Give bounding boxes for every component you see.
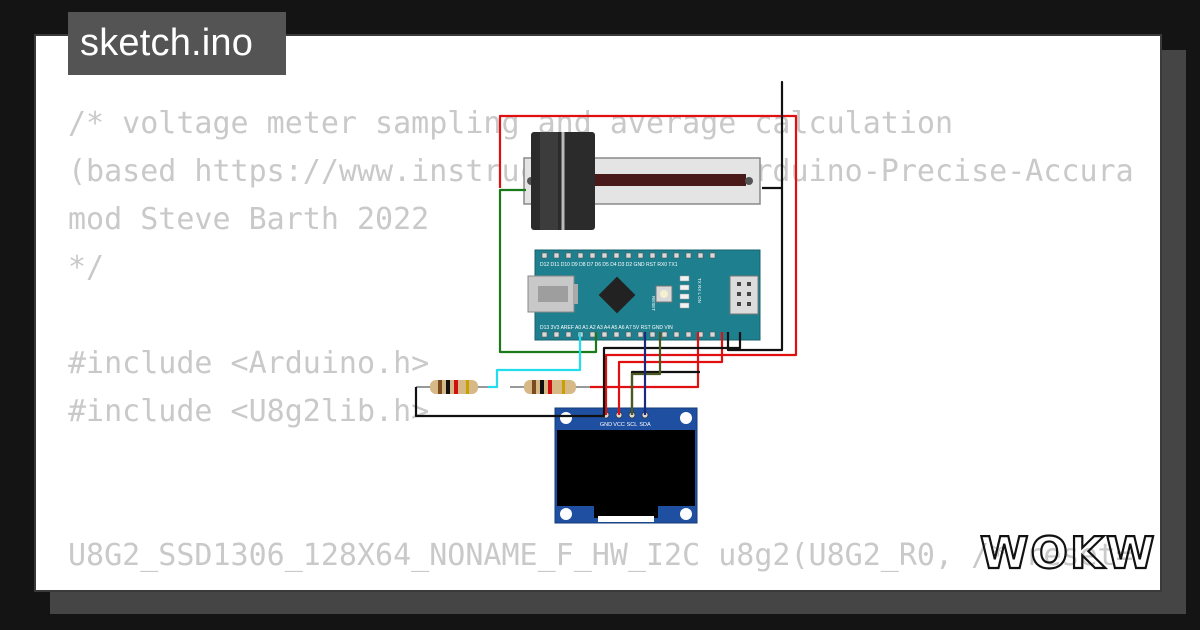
- resistor-2[interactable]: [510, 380, 590, 394]
- wire-cyan: [488, 332, 582, 389]
- svg-text:WOKWi: WOKWi: [980, 528, 1156, 579]
- mcu-chip: [598, 276, 636, 314]
- usb-connector: [527, 275, 578, 313]
- oled-screen: [557, 430, 695, 506]
- wire-black: [414, 332, 742, 418]
- wires: [414, 80, 798, 418]
- nano-top-header: [541, 252, 716, 259]
- wire-red: [590, 332, 700, 389]
- code-line: #include <U8g2lib.h>: [68, 394, 430, 429]
- code-preview: /* voltage meter sampling and average ca…: [68, 100, 1132, 580]
- icsp-header: [729, 275, 759, 315]
- nano-bottom-pin-labels: D13 3V3 AREF A0 A1 A2 A3 A4 A5 A6 A7 5V …: [540, 325, 673, 331]
- oled-pin-labels: GND VCC SCL SDA: [600, 422, 651, 428]
- arduino-nano[interactable]: D12 D11 D10 D9 D8 D7 D6 D5 D4 D3 D2 GND …: [527, 249, 761, 341]
- code-line: U8G2_SSD1306_128X64_NONAME_F_HW_I2C u8g2…: [68, 538, 1132, 573]
- slide-potentiometer[interactable]: [523, 132, 761, 230]
- code-line: #include <Arduino.h>: [68, 346, 430, 381]
- reset-button[interactable]: [655, 285, 673, 303]
- code-line: mod Steve Barth 2022: [68, 202, 430, 237]
- wire-green: [498, 188, 598, 354]
- wokwi-logo: WOKWi: [979, 527, 1156, 580]
- leds-label: TX RX L ON: [697, 278, 702, 303]
- svg-text:SDA: SDA: [639, 422, 651, 428]
- oled-display[interactable]: GND VCC SCL SDA: [554, 407, 698, 524]
- code-line: */: [68, 250, 105, 285]
- code-line: /* voltage meter sampling and average ca…: [68, 106, 954, 141]
- nano-top-pin-labels: D12 D11 D10 D9 D8 D7 D6 D5 D4 D3 D2 GND …: [540, 262, 678, 268]
- wire-red: [498, 114, 798, 415]
- svg-text:VCC: VCC: [613, 422, 625, 428]
- svg-text:SCL: SCL: [627, 422, 638, 428]
- nano-bottom-header: [541, 331, 716, 338]
- status-leds: [679, 275, 690, 309]
- resistor-1[interactable]: [416, 380, 488, 394]
- reset-label: RESET: [651, 296, 656, 311]
- svg-text:GND: GND: [600, 422, 612, 428]
- file-tab[interactable]: sketch.ino: [68, 12, 286, 75]
